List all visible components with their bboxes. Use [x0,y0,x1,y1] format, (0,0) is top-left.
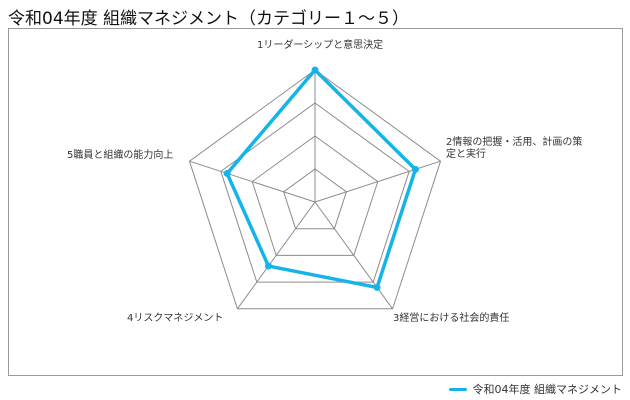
axis-spoke [314,160,441,203]
axis-label-2: 2情報の把握・活用、計画の策定と実行 [446,137,583,160]
legend: 令和04年度 組織マネジメント [448,381,623,397]
axis-label-3: 3経営における社会的責任 [393,313,510,324]
grid-ring [283,168,347,230]
series-line [225,68,418,290]
axis-label-5: 5職員と組織の能力向上 [67,150,174,161]
data-point [264,262,272,270]
data-point [311,66,319,74]
grid-ring [188,69,442,310]
axis-label-4: 4リスクマネジメント [127,313,224,324]
data-point [411,165,419,173]
legend-label: 令和04年度 組織マネジメント [472,383,623,396]
chart-title: 令和04年度 組織マネジメント（カテゴリー１～５） [8,9,410,29]
axis-spoke [189,160,316,203]
data-point [373,283,381,291]
axis-spoke [237,201,316,310]
data-point [223,169,231,177]
chart-frame [8,28,623,376]
legend-swatch [448,387,467,391]
grid-ring [251,135,379,256]
axis-label-1: 1リーダーシップと意思決定 [257,40,384,51]
axis-spoke [314,201,393,310]
